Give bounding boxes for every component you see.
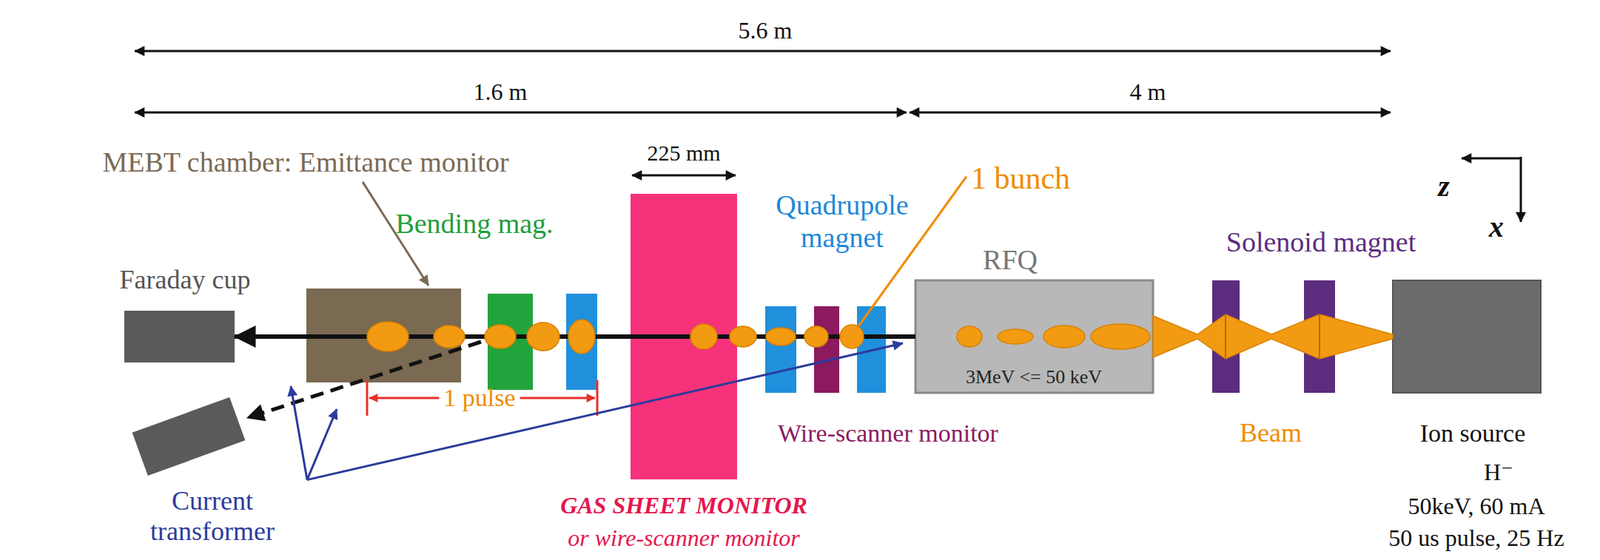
beam-bunch (1043, 325, 1085, 348)
axis-label: z (1437, 169, 1450, 204)
bending-magnet: Bending mag. (487, 293, 533, 391)
beam-bunch (997, 329, 1034, 345)
part-label: Faraday cup (119, 264, 251, 296)
dimension-label: 5.6 m (738, 17, 793, 45)
dimension-label: 225 mm (646, 140, 721, 167)
part-label: Beam (1239, 418, 1302, 449)
beam-bunch (690, 324, 718, 350)
rfq-body (915, 280, 1154, 393)
dimension-label: 4 m (1130, 78, 1167, 106)
beam-bunch (433, 325, 465, 348)
beam-bunch (956, 326, 983, 348)
ion-source: Ion sourceH⁻50keV, 60 mA50 us pulse, 25 … (1392, 280, 1541, 393)
wire-scanner (814, 306, 840, 393)
part-label: Bending mag. (395, 207, 553, 241)
part-label: RFQ (982, 244, 1038, 277)
beam-bunch (729, 326, 757, 348)
part-label: Solenoid magnet (1226, 226, 1416, 260)
beam-bunch (1090, 324, 1151, 350)
beam-parameter: 50keV, 60 mA (1407, 492, 1545, 521)
beam-waist-line (1318, 314, 1321, 359)
pointer-arrow (290, 386, 308, 481)
beam-parameter: 50 us pulse, 25 Hz (1388, 524, 1564, 553)
beam-bunch (526, 322, 560, 351)
dimension-line (909, 111, 1391, 114)
part-label: Quadrupole magnet (757, 189, 928, 254)
pulse-arrow (520, 397, 596, 400)
callout-label: 1 bunch (970, 160, 1071, 197)
callout-label: 1 pulse (443, 383, 516, 413)
part-label: Current transformer (123, 486, 302, 548)
quadrupole-magnet (566, 293, 598, 391)
beam-bunch (367, 321, 409, 352)
part-label: Wire-scanner monitor (777, 418, 999, 448)
energy-note: 3MeV <= 50 keV (965, 366, 1102, 389)
beam-bunch (484, 324, 516, 349)
z-axis-arrow (1461, 157, 1521, 160)
gas-sheet-monitor: GAS SHEET MONITORor wire-scanner monitor (630, 193, 738, 480)
faraday-cup: Faraday cup (124, 310, 235, 363)
pointer-arrow (307, 343, 903, 481)
x-axis-arrow (1520, 156, 1523, 223)
ion-source-body (1392, 280, 1541, 393)
ion-species: H⁻ (1483, 458, 1514, 487)
dimension-line (134, 50, 1391, 53)
part-label: Ion source (1420, 418, 1526, 448)
faraday-cup-body (124, 310, 235, 363)
beam-bunch (839, 324, 864, 349)
axis-label: x (1488, 210, 1504, 245)
part-sublabel: or wire-scanner monitor (567, 524, 800, 553)
dimension-line (134, 111, 907, 114)
pointer-arrow (307, 409, 337, 481)
dimension-line (632, 174, 736, 177)
beam-bunch (568, 319, 596, 354)
part-label: MEBT chamber: Emittance monitor (102, 146, 509, 180)
beam-envelope (1153, 314, 1393, 359)
beam-bunch (804, 326, 829, 348)
dump-cup-body (132, 397, 246, 476)
rfq: RFQ3MeV <= 50 keV (915, 280, 1154, 393)
quadrupole-magnet (765, 306, 797, 393)
pulse-bracket (366, 380, 369, 416)
pulse-arrow (369, 397, 439, 400)
dimension-label: 1.6 m (473, 78, 528, 106)
pulse-bracket (596, 380, 599, 416)
beam-waist-line (1224, 314, 1227, 359)
beam-bunch (765, 327, 796, 346)
part-label: GAS SHEET MONITOR (560, 492, 808, 520)
